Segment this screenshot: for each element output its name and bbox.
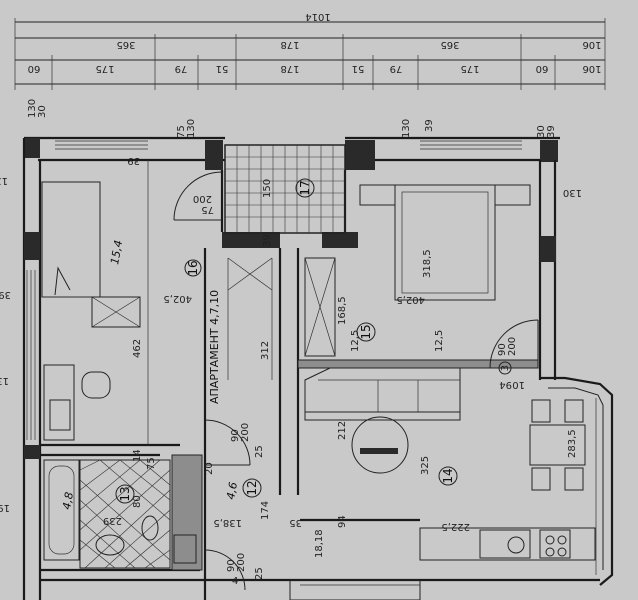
dim-94: 94 [499,379,512,390]
dim-30-a: 30 [37,105,48,118]
dim-row1-1: 178 [280,39,299,50]
dim-312: 312 [260,341,271,360]
area-16-handwritten: 15,4 [108,239,125,265]
dim-25: 25 [254,445,265,458]
dim-222-5: 222,5 [441,521,470,532]
dim-39-left: 39 [0,289,11,300]
dim-row2-9: 106 [582,63,601,74]
dim-row1-0: 365 [116,39,135,50]
dim-door-90-a: 90 [230,429,241,442]
dim-150: 150 [262,179,273,198]
furniture [41,160,596,600]
dim-138-5: 138,5 [213,517,242,528]
dim-402-5-a: 402,5 [163,293,192,304]
dim-row2-2: 79 [175,63,188,74]
dim-row2-5: 51 [352,63,365,74]
dim-130-a: 130 [27,99,38,118]
dim-75-c: 75 [146,457,157,470]
dim-402-5-b: 402,5 [396,294,425,305]
windows [26,140,522,440]
room-12: 12 [245,480,259,495]
dim-12-5-a: 12,5 [350,330,361,352]
dim-39-b: 39 [424,119,435,132]
dim-door-90-b: 90 [497,343,508,356]
dim-row2-3: 51 [216,63,229,74]
dim-130-right: 130 [563,187,582,198]
dim-door-200-b: 200 [507,337,518,356]
apartment-label: АПАРТАМЕНТ 4,7,10 [208,290,221,404]
room-14: 14 [441,468,455,483]
dim-row2-0: 60 [28,63,41,74]
dim-318-5: 318,5 [422,249,433,278]
dim-80: 80 [132,495,143,508]
dim-row1-2: 365 [440,39,459,50]
dim-239: 239 [103,515,122,526]
room-16: 16 [186,260,200,275]
dim-39-mid: 39 [262,234,273,247]
interior-walls [40,170,539,600]
dim-20: 20 [204,462,215,475]
dim-212: 212 [337,421,348,440]
dim-10: 10 [512,379,525,390]
dim-door-200-d: 200 [236,553,247,572]
dim-13-left-2: 13 [0,375,9,386]
exterior-walls [22,136,614,600]
dim-35: 35 [289,517,302,528]
dim-18-18: 18,18 [314,529,325,558]
area-13-handwritten: 4,8 [60,491,76,510]
dim-130-b: 130 [186,119,197,138]
dim-75-a: 75 [176,125,187,138]
dim-4: 4 [232,576,238,587]
dim-462: 462 [132,339,143,358]
top-dimension-chain: 1014 365 178 365 106 60 175 79 51 178 51… [14,11,606,90]
dim-door-75-a: 75 [201,204,214,215]
dim-325: 325 [420,456,431,475]
dim-12-5-b: 12,5 [434,330,445,352]
dim-168-5: 168,5 [337,296,348,325]
tiled-bathroom [224,144,346,234]
dim-19-left: 19 [0,502,10,513]
inner-dims: 200 75 150 39 318,5 402,5 402,5 462 312 … [103,179,578,587]
doors [173,171,539,591]
dim-row2-1: 175 [95,63,114,74]
dim-door-200-a: 200 [193,193,212,204]
tiled-bathroom-13 [79,459,171,569]
dim-25-b: 25 [254,567,265,580]
room-3: 3 [500,365,511,371]
dim-row2-4: 178 [280,63,299,74]
dim-30-b: 30 [536,125,547,138]
dim-130-c: 130 [401,119,412,138]
area-12-handwritten: 4,6 [224,481,240,500]
dim-overall: 1014 [305,11,330,22]
room-15: 15 [359,324,373,339]
dim-174: 174 [260,501,271,520]
dim-283-5: 283,5 [567,429,578,458]
dim-door-200-c: 200 [240,423,251,442]
wall-thickness-dims: 130 30 39 75 130 39 130 30 39 13 130 39 … [0,99,582,513]
dim-row2-6: 79 [390,63,403,74]
dim-row1-3: 106 [582,39,601,50]
room-13: 13 [118,486,132,501]
room-17: 17 [298,180,312,195]
dim-13-left: 13 [0,175,8,186]
dim-row2-7: 175 [460,63,479,74]
dim-39-c: 39 [546,125,557,138]
room-numbers: 16 17 15 14 13 12 3 [115,178,512,504]
dim-14: 14 [132,449,143,462]
dim-row2-8: 60 [536,63,549,74]
dim-door-90-c: 90 [226,559,237,572]
dim-94-b: 94 [337,515,348,528]
